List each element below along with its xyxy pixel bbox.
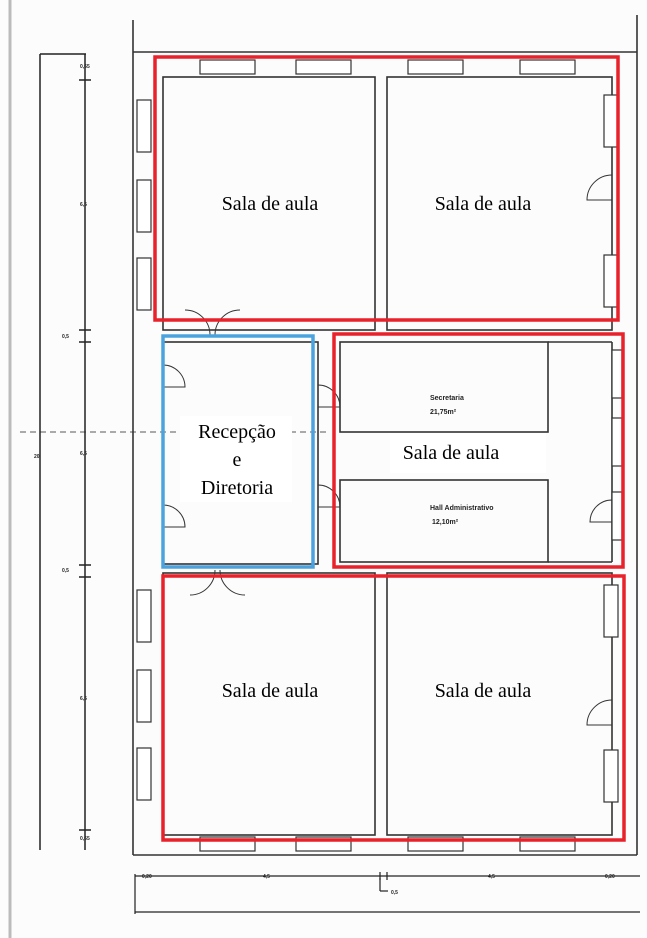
room-label-top-right: Sala de aula (435, 193, 532, 215)
label-background (390, 433, 546, 473)
horizontal-dimensions (134, 872, 640, 914)
dim-label: 4,5 (488, 874, 495, 880)
reception-label-line3: Diretoria (201, 477, 273, 499)
dim-label: 0,5 (62, 568, 69, 574)
dim-label: 0,5 (62, 334, 69, 340)
secretaria-area: 21,75m² (430, 409, 457, 416)
dim-label: 0,20 (605, 874, 615, 880)
secretaria-label: Secretaria (430, 395, 464, 402)
room-label-bottom-right: Sala de aula (435, 680, 532, 702)
reception-outline (161, 334, 315, 569)
classroom-outline-middle (332, 332, 625, 569)
classroom-outline-top (153, 55, 620, 322)
room-label-bottom-left: Sala de aula (222, 680, 319, 702)
dim-label: 0,5 (391, 890, 398, 896)
dim-label: 0,20 (142, 874, 152, 880)
reception-label-line1: Recepção (198, 421, 276, 443)
label-background (180, 416, 292, 502)
vertical-dimensions (20, 53, 330, 850)
hall-area: 12,10m² (432, 519, 459, 526)
dim-label: 6,5 (80, 451, 87, 457)
dim-label: 0,65 (80, 836, 90, 842)
room-label-top-left: Sala de aula (222, 193, 319, 215)
dim-label: 20 (34, 454, 40, 460)
room-label-middle-right: Sala de aula (403, 442, 500, 464)
dim-label: 6,5 (80, 696, 87, 702)
reception-label-line2: e (233, 449, 242, 471)
dim-label: 4,5 (263, 874, 270, 880)
dim-label: 0,65 (80, 64, 90, 70)
hall-label: Hall Administrativo (430, 505, 494, 512)
classroom-outline-bottom (161, 574, 626, 842)
dim-label: 6,5 (80, 202, 87, 208)
